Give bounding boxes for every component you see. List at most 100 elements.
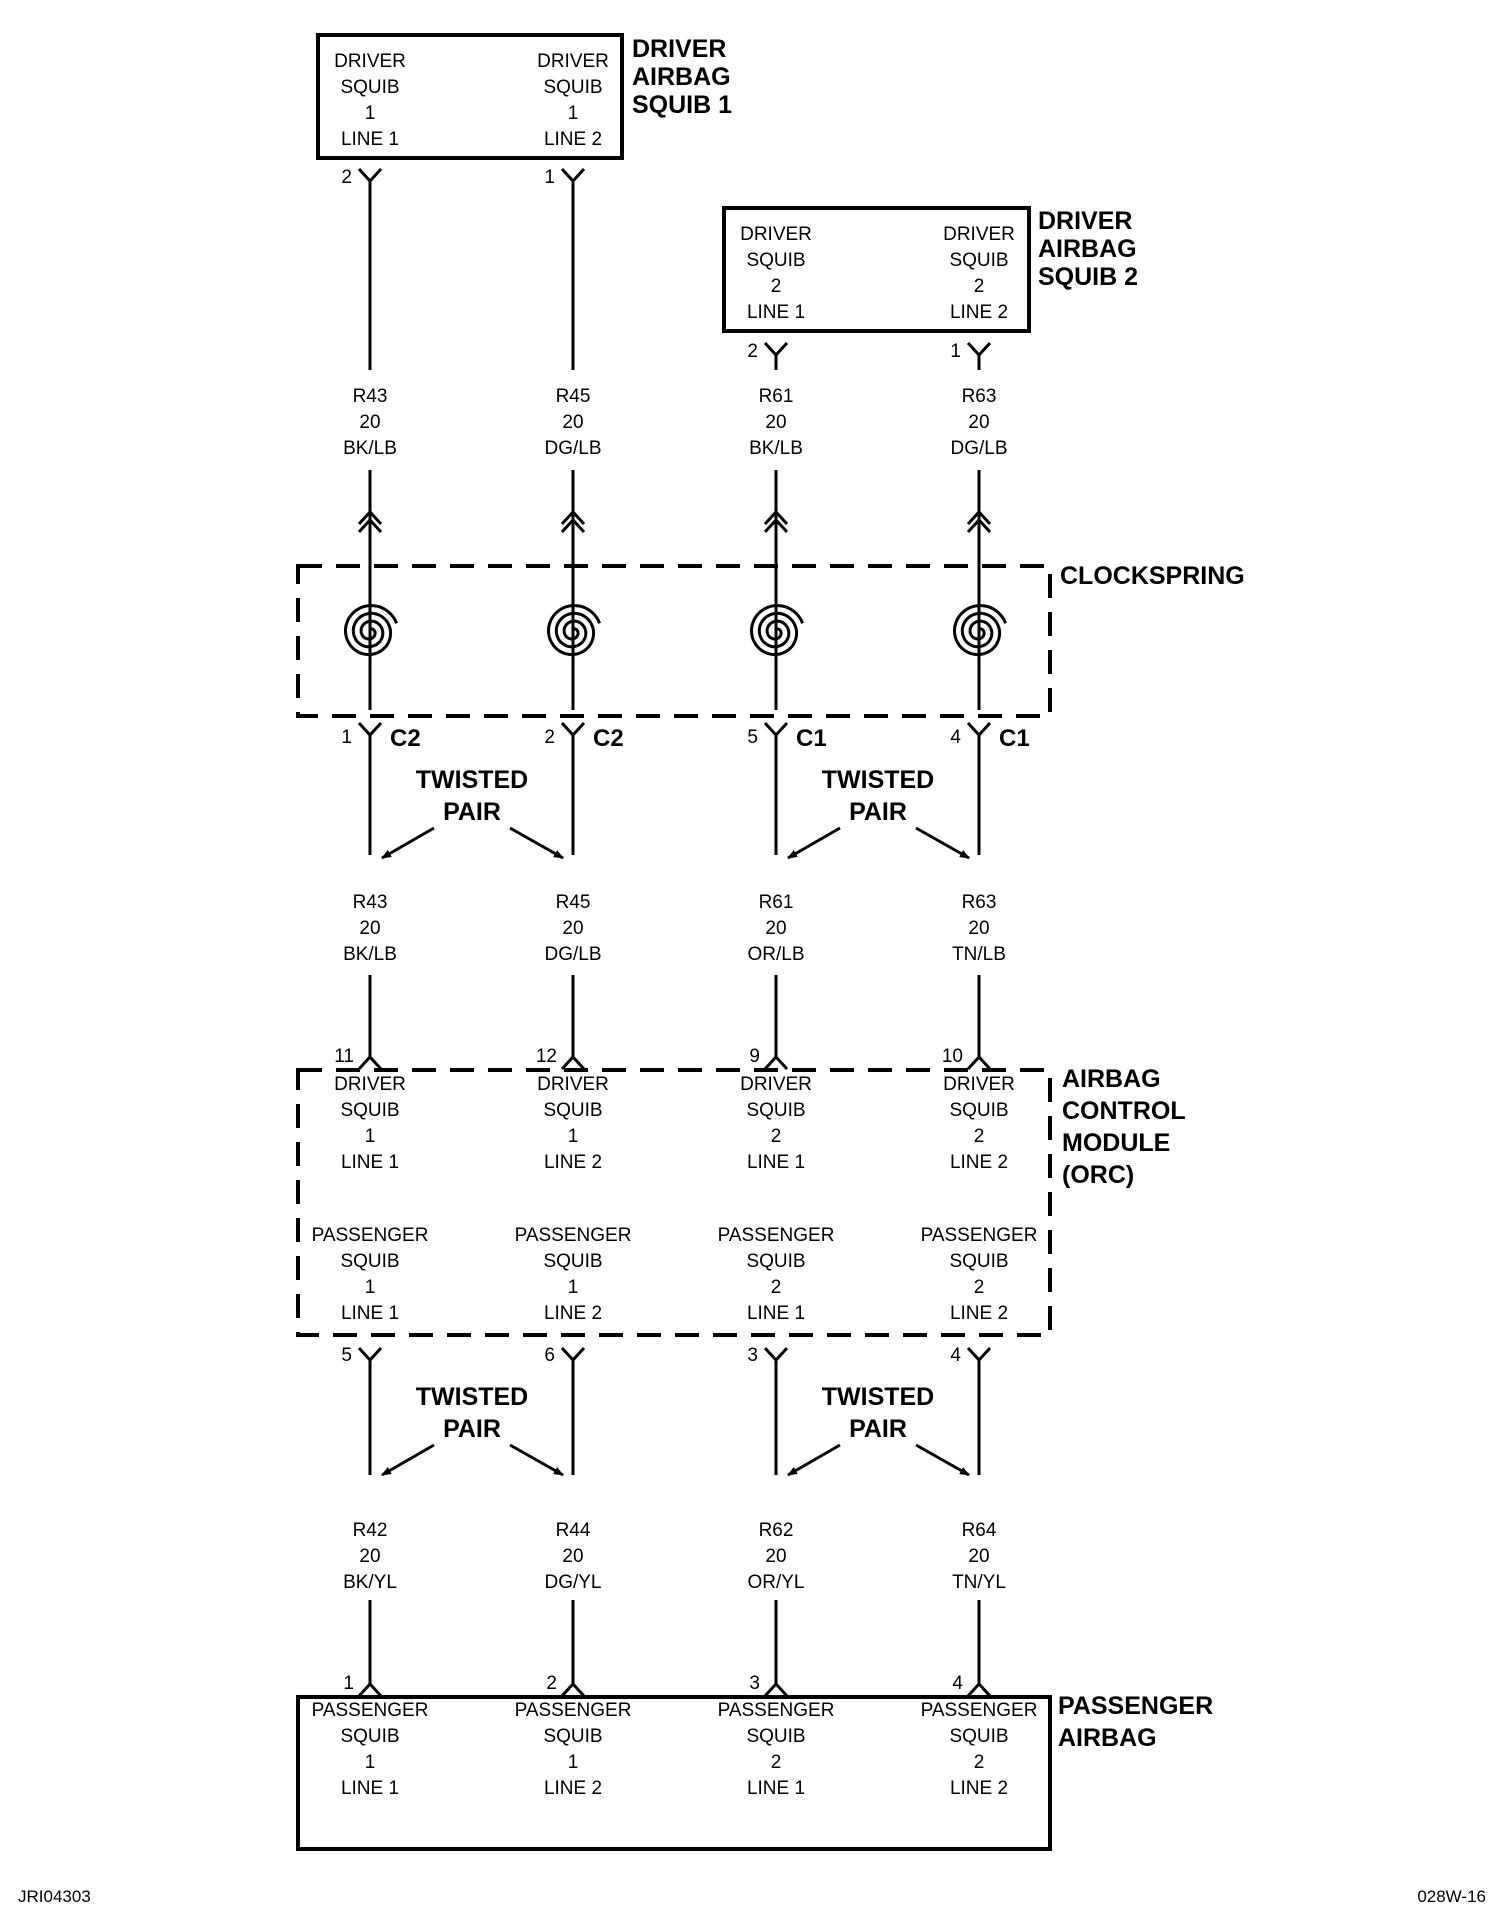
acm-driver-label-line: 2	[974, 1126, 985, 1147]
upper-wire-label-line: 20	[765, 412, 786, 433]
airbag-control-module-box	[296, 1068, 1052, 1337]
passenger-airbag-label-line: 1	[568, 1752, 579, 1773]
clockspring-pin: 2	[544, 727, 555, 748]
passenger-airbag-label-line: LINE 1	[747, 1778, 805, 1799]
lower-wire-label-line: DG/YL	[544, 1572, 601, 1593]
clockspring-chevron	[560, 509, 586, 526]
acm-passenger-label-line: SQUIB	[340, 1251, 399, 1272]
acm-driver-label-line: DRIVER	[943, 1074, 1015, 1095]
driver-squib-2-line2-label-line: 2	[974, 276, 985, 297]
clockspring-spiral	[546, 604, 601, 657]
driver-squib-2-line1-label-line: SQUIB	[746, 250, 805, 271]
driver-squib-2-line1-label-line: DRIVER	[740, 224, 812, 245]
driver-squib-2-title-line: SQUIB 2	[1038, 263, 1138, 291]
acm-driver-label-line: SQUIB	[949, 1100, 1008, 1121]
twisted-pair-upper-left-label-line: PAIR	[443, 798, 501, 826]
acm-bottom-terminal	[966, 1346, 992, 1363]
upper-wire-label-line: 20	[968, 412, 989, 433]
driver-squib-1-line1-label-line: SQUIB	[340, 77, 399, 98]
acm-passenger-label-line: SQUIB	[543, 1251, 602, 1272]
acm-passenger-label-line: PASSENGER	[921, 1225, 1038, 1246]
acm-driver-label-line: DRIVER	[334, 1074, 406, 1095]
twisted-pair-upper-right-arrow	[915, 826, 970, 860]
passenger-airbag-terminal	[763, 1681, 789, 1698]
clockspring-terminal	[560, 721, 586, 738]
acm-driver-label-line: DRIVER	[740, 1074, 812, 1095]
passenger-airbag-pin: 4	[952, 1673, 963, 1694]
twisted-pair-lower-right-label-line: TWISTED	[822, 1383, 935, 1411]
upper-wire-label-line: BK/LB	[749, 438, 803, 459]
driver-squib-2-line2-label-line: LINE 2	[950, 302, 1008, 323]
lower-wire-label-line: BK/YL	[343, 1572, 397, 1593]
passenger-airbag-terminal	[357, 1681, 383, 1698]
acm-driver-label-line: LINE 1	[341, 1152, 399, 1173]
twisted-pair-lower-left-arrow	[509, 1443, 564, 1477]
passenger-airbag-title-line: PASSENGER	[1058, 1692, 1213, 1720]
acm-top-terminal	[560, 1054, 586, 1071]
clockspring-spiral	[749, 604, 804, 657]
driver-squib-1-pin: 2	[341, 167, 352, 188]
driver-squib-2-box	[722, 206, 1031, 333]
figure-id-right: 028W-16	[1417, 1887, 1486, 1906]
driver-squib-2-terminal	[966, 341, 992, 358]
acm-bottom-pin: 4	[950, 1345, 961, 1366]
clockspring-title: CLOCKSPRING	[1060, 562, 1245, 590]
middle-wire-label-line: 20	[765, 918, 786, 939]
lower-wire-label-line: R64	[962, 1520, 997, 1541]
acm-passenger-label-line: LINE 2	[950, 1303, 1008, 1324]
passenger-airbag-label-line: LINE 1	[341, 1778, 399, 1799]
acm-bottom-pin: 5	[341, 1345, 352, 1366]
acm-driver-label-line: DRIVER	[537, 1074, 609, 1095]
upper-wire-label-line: 20	[359, 412, 380, 433]
passenger-airbag-pin: 2	[546, 1673, 557, 1694]
shape-layer	[296, 33, 1052, 1851]
airbag-control-module-title-line: AIRBAG	[1062, 1065, 1161, 1093]
driver-squib-1-line2-label-line: DRIVER	[537, 51, 609, 72]
driver-squib-1-line2-label-line: 1	[568, 103, 579, 124]
acm-driver-label-line: SQUIB	[340, 1100, 399, 1121]
driver-squib-2-line1-label-line: LINE 1	[747, 302, 805, 323]
twisted-pair-upper-left-arrow	[509, 826, 564, 860]
passenger-airbag-label-line: SQUIB	[949, 1726, 1008, 1747]
middle-wire-label-line: BK/LB	[343, 944, 397, 965]
passenger-airbag-terminal	[560, 1681, 586, 1698]
clockspring-chevron	[560, 517, 586, 534]
twisted-pair-lower-right-label-line: PAIR	[849, 1415, 907, 1443]
twisted-pair-upper-left-arrow	[381, 826, 435, 860]
acm-passenger-label-line: PASSENGER	[718, 1225, 835, 1246]
passenger-airbag-title-line: AIRBAG	[1058, 1724, 1157, 1752]
clockspring-box	[296, 564, 1052, 718]
passenger-airbag-terminal	[966, 1681, 992, 1698]
clockspring-chevron	[966, 517, 992, 534]
acm-driver-label-line: LINE 2	[950, 1152, 1008, 1173]
driver-squib-2-pin: 1	[950, 341, 961, 362]
clockspring-chevron	[763, 509, 789, 526]
clockspring-pin: 5	[747, 727, 758, 748]
acm-top-pin: 9	[749, 1046, 760, 1067]
twisted-pair-upper-right-label-line: TWISTED	[822, 766, 935, 794]
driver-squib-2-line2-label-line: SQUIB	[949, 250, 1008, 271]
acm-passenger-label-line: LINE 2	[544, 1303, 602, 1324]
acm-bottom-terminal	[357, 1346, 383, 1363]
upper-wire-label-line: 20	[562, 412, 583, 433]
passenger-airbag-label-line: PASSENGER	[718, 1700, 835, 1721]
driver-squib-1-pin: 1	[544, 167, 555, 188]
acm-passenger-label-line: 1	[568, 1277, 579, 1298]
acm-driver-label-line: LINE 1	[747, 1152, 805, 1173]
lower-wire-label-line: 20	[562, 1546, 583, 1567]
middle-wire-label-line: R45	[556, 892, 591, 913]
driver-squib-1-line2-label-line: LINE 2	[544, 129, 602, 150]
lower-wire-label-line: OR/YL	[747, 1572, 804, 1593]
middle-wire-label-line: R63	[962, 892, 997, 913]
twisted-pair-upper-left-label-line: TWISTED	[416, 766, 529, 794]
driver-squib-2-line1-label-line: 2	[771, 276, 782, 297]
twisted-pair-upper-right-label-line: PAIR	[849, 798, 907, 826]
clockspring-chevron	[966, 509, 992, 526]
acm-driver-label-line: LINE 2	[544, 1152, 602, 1173]
passenger-airbag-label-line: PASSENGER	[515, 1700, 632, 1721]
upper-wire-label-line: DG/LB	[950, 438, 1007, 459]
acm-driver-label-line: 2	[771, 1126, 782, 1147]
middle-wire-label-line: OR/LB	[747, 944, 804, 965]
